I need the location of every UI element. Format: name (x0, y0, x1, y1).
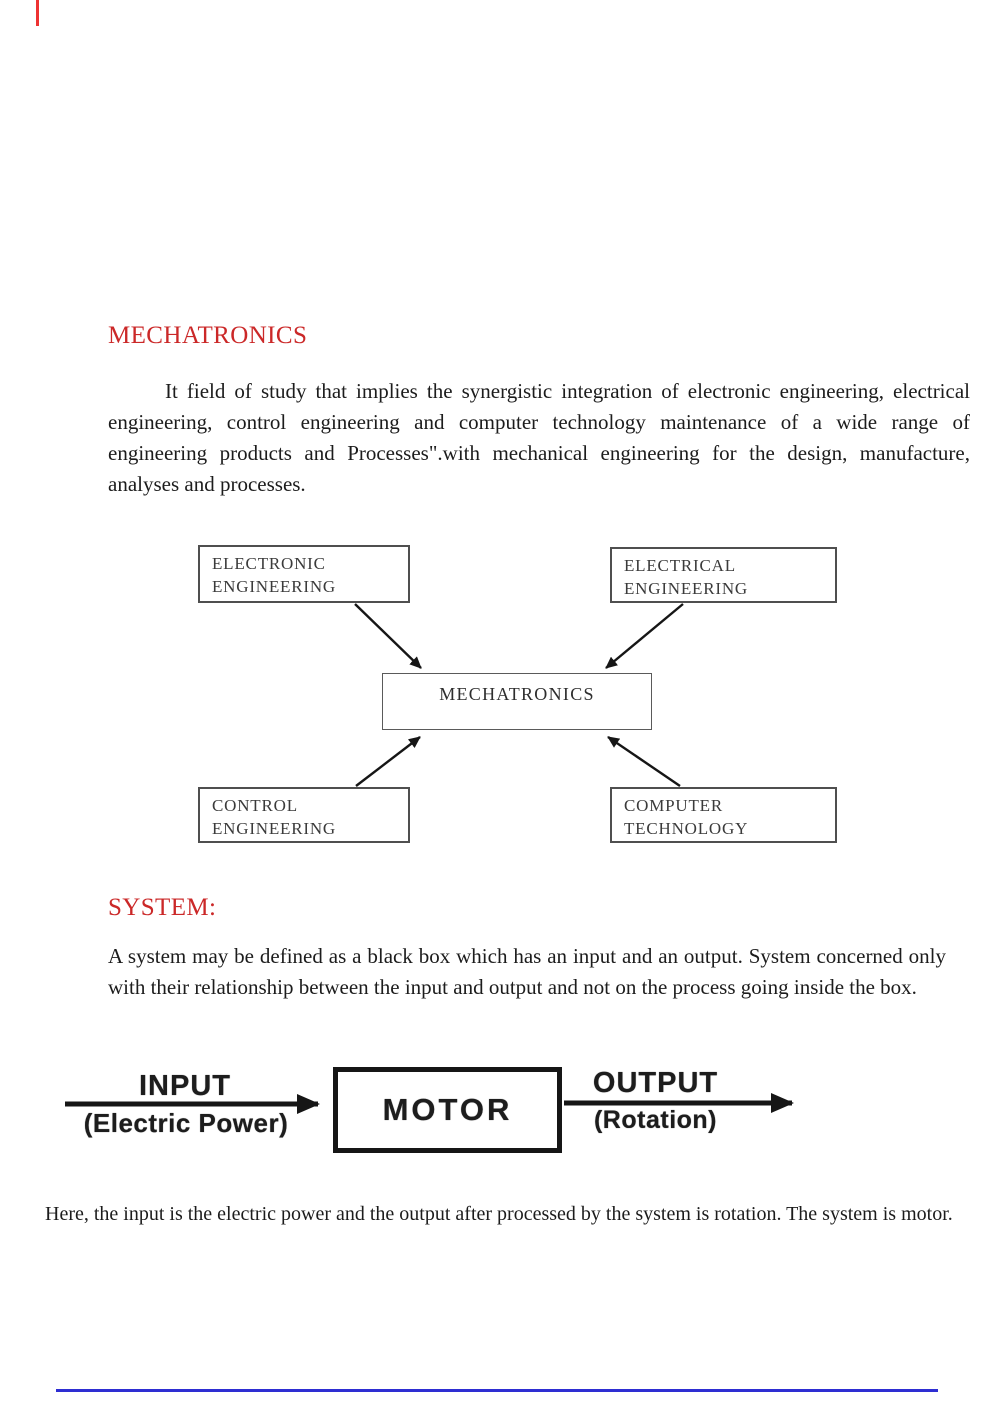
box-electrical-engineering: ELECTRICAL ENGINEERING (610, 547, 837, 603)
arrow-electrical-to-mechatronics (605, 603, 684, 669)
box-electronic-line1: ELECTRONIC (212, 554, 326, 573)
box-electrical-line2: ENGINEERING (624, 579, 748, 598)
box-mechatronics-label: MECHATRONICS (439, 684, 595, 704)
page-bottom-blue-rule (56, 1389, 938, 1392)
box-electronic-engineering: ELECTRONIC ENGINEERING (198, 545, 410, 603)
box-electronic-line2: ENGINEERING (212, 577, 336, 596)
box-computer-line2: TECHNOLOGY (624, 819, 749, 838)
box-computer-technology: COMPUTER TECHNOLOGY (610, 787, 837, 843)
box-computer-line1: COMPUTER (624, 796, 723, 815)
closing-paragraph: Here, the input is the electric power an… (45, 1203, 953, 1225)
intro-paragraph: It field of study that implies the syner… (108, 379, 970, 496)
box-control-line1: CONTROL (212, 796, 298, 815)
box-control-engineering: CONTROL ENGINEERING (198, 787, 410, 843)
box-mechatronics-center: MECHATRONICS (382, 673, 652, 730)
system-heading: SYSTEM: (108, 894, 217, 921)
arrow-computer-to-mechatronics (607, 736, 681, 787)
flow-output-label: OUTPUT (592, 1067, 719, 1099)
flow-input-label: INPUT (139, 1070, 231, 1102)
box-control-line2: ENGINEERING (212, 819, 336, 838)
motor-label: MOTOR (382, 1092, 513, 1127)
flow-output-sublabel: (Rotation) (593, 1106, 718, 1134)
arrow-control-to-mechatronics (355, 736, 421, 787)
page-edge-red-mark (36, 0, 39, 26)
flow-input-sublabel: (Electric Power) (83, 1108, 289, 1138)
system-paragraph: A system may be defined as a black box w… (108, 944, 946, 999)
main-title: MECHATRONICS (108, 322, 308, 349)
motor-box: MOTOR (333, 1067, 562, 1153)
arrow-electronic-to-mechatronics (354, 603, 422, 669)
box-electrical-line1: ELECTRICAL (624, 556, 736, 575)
